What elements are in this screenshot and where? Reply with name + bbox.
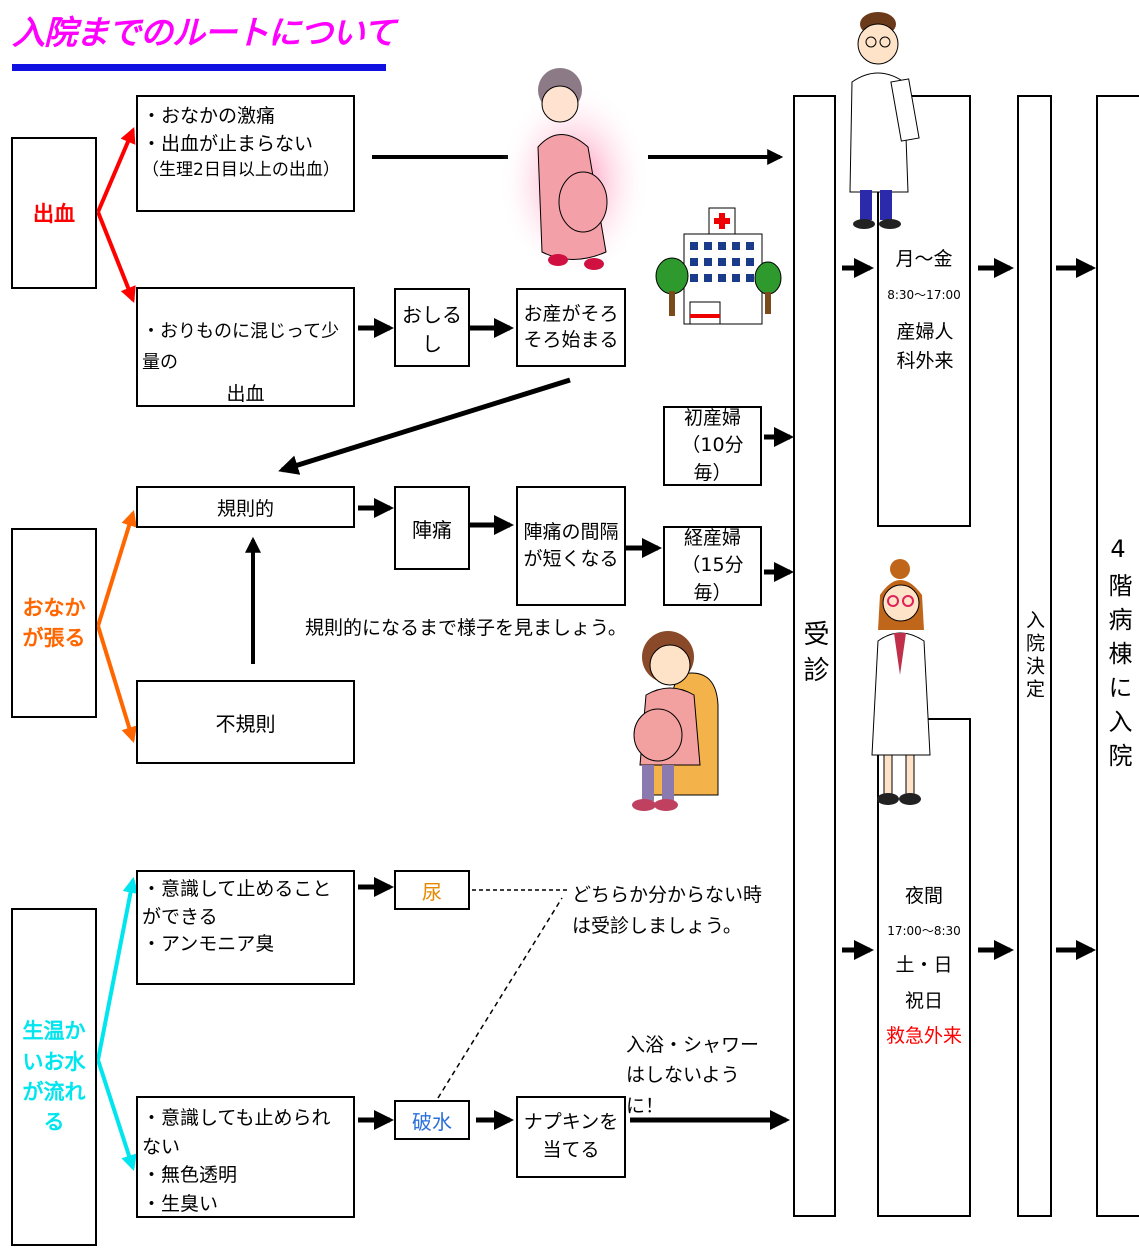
urine-box: 尿: [394, 870, 470, 910]
regular-label: 規則的: [216, 497, 274, 520]
category-water-label: 生温かいお水が流れる: [22, 1019, 86, 1135]
napkin-box: ナプキンを当てる: [516, 1096, 626, 1178]
admission-decision-column: 入院決定: [1017, 95, 1052, 1217]
exam-column: 受診: [793, 95, 836, 1217]
day-clinic-hours: 8:30～17:00: [887, 288, 961, 302]
category-bleeding-label: 出血: [33, 202, 75, 226]
exam-label: 受診: [799, 620, 829, 692]
hospital-icon: [655, 207, 782, 325]
ward-label: 4階病棟に入院: [1104, 535, 1132, 777]
interval-label: 陣痛の間隔が短くなる: [523, 521, 619, 570]
show-bleeding-line-1: ・おりものに混じって少量の: [142, 321, 340, 373]
urine-symptom-line-2: ・アンモニア臭: [142, 933, 275, 956]
night-clinic-holiday: 祝日: [904, 990, 943, 1012]
rupture-symptom-line-3: ・生臭い: [142, 1192, 219, 1215]
labor-pains-label: 陣痛: [412, 517, 452, 542]
pregnant-woman-pain-icon: [498, 68, 650, 272]
multipara-label: 経産婦（15分毎）: [681, 526, 744, 604]
urine-symptom-line-1: ・意識して止めることができる: [142, 878, 332, 928]
rupture-box: 破水: [394, 1100, 470, 1140]
pregnant-woman-chair-icon: [632, 631, 719, 811]
watch-note: 規則的になるまで様子を見ましょう。: [305, 617, 627, 639]
title-underline: [12, 64, 386, 71]
oshirushi-label: おしるし: [402, 302, 462, 356]
rupture-label: 破水: [412, 1109, 452, 1134]
labor-start-box: お産がそろそろ始まる: [516, 288, 626, 367]
napkin-label: ナプキンを当てる: [523, 1111, 619, 1161]
night-clinic-weekend: 土・日: [895, 954, 953, 976]
show-bleeding-line-2: 出血: [226, 383, 265, 406]
interval-box: 陣痛の間隔が短くなる: [516, 486, 626, 606]
day-clinic-days: 月～金: [895, 248, 953, 270]
oshirushi-box: おしるし: [394, 288, 470, 367]
urine-symptoms-box: ・意識して止めることができる ・アンモニア臭: [136, 870, 355, 985]
water-branch-arrows: [96, 876, 139, 1172]
ward-column: 4階病棟に入院: [1096, 95, 1139, 1217]
labor-start-label: お産がそろそろ始まる: [523, 302, 619, 351]
night-clinic-night: 夜間: [904, 885, 943, 907]
admission-decision-label: 入院決定: [1023, 610, 1045, 702]
heavy-bleeding-line-2: ・出血が止まらない: [142, 132, 314, 155]
primipara-box: 初産婦（10分毎）: [663, 406, 762, 486]
contraction-branch-arrows: [96, 509, 137, 744]
multipara-box: 経産婦（15分毎）: [663, 526, 762, 606]
category-water: 生温かいお水が流れる: [11, 908, 97, 1246]
night-clinic-dept: 救急外来: [885, 1025, 962, 1047]
heavy-bleeding-box: ・おなかの激痛 ・出血が止まらない （生理2日目以上の出血）: [136, 95, 355, 212]
doctor-woman-icon: [871, 559, 931, 805]
unsure-note: どちらか分からない時は受診しましょう。: [572, 884, 763, 938]
rupture-symptoms-box: ・意識しても止められない ・無色透明 ・生臭い: [136, 1096, 355, 1218]
bath-note: 入浴・シャワーはしないように！: [626, 1034, 760, 1117]
primipara-label: 初産婦（10分毎）: [681, 406, 744, 484]
urine-label: 尿: [422, 879, 442, 904]
category-bleeding: 出血: [11, 137, 97, 289]
rupture-symptom-line-1: ・意識しても止められない: [142, 1107, 331, 1158]
bleeding-branch-arrows: [96, 127, 136, 303]
heavy-bleeding-line-3: （生理2日目以上の出血）: [142, 160, 340, 181]
labor-pains-box: 陣痛: [394, 486, 470, 570]
rupture-symptom-line-2: ・無色透明: [142, 1164, 238, 1186]
irregular-box: 不規則: [136, 680, 355, 764]
night-clinic-hours: 17:00～8:30: [887, 924, 961, 938]
category-contractions: おなかが張る: [11, 528, 97, 718]
page-title: 入院までのルートについて: [12, 13, 396, 52]
doctor-man-icon: [849, 12, 920, 229]
irregular-label: 不規則: [215, 711, 276, 736]
category-contractions-label: おなかが張る: [22, 595, 86, 650]
show-bleeding-box: ・おりものに混じって少量の 出血: [136, 287, 355, 407]
heavy-bleeding-line-1: ・おなかの激痛: [142, 105, 276, 127]
regular-box: 規則的: [136, 486, 355, 528]
day-clinic-dept: 産婦人科外来: [896, 321, 954, 372]
